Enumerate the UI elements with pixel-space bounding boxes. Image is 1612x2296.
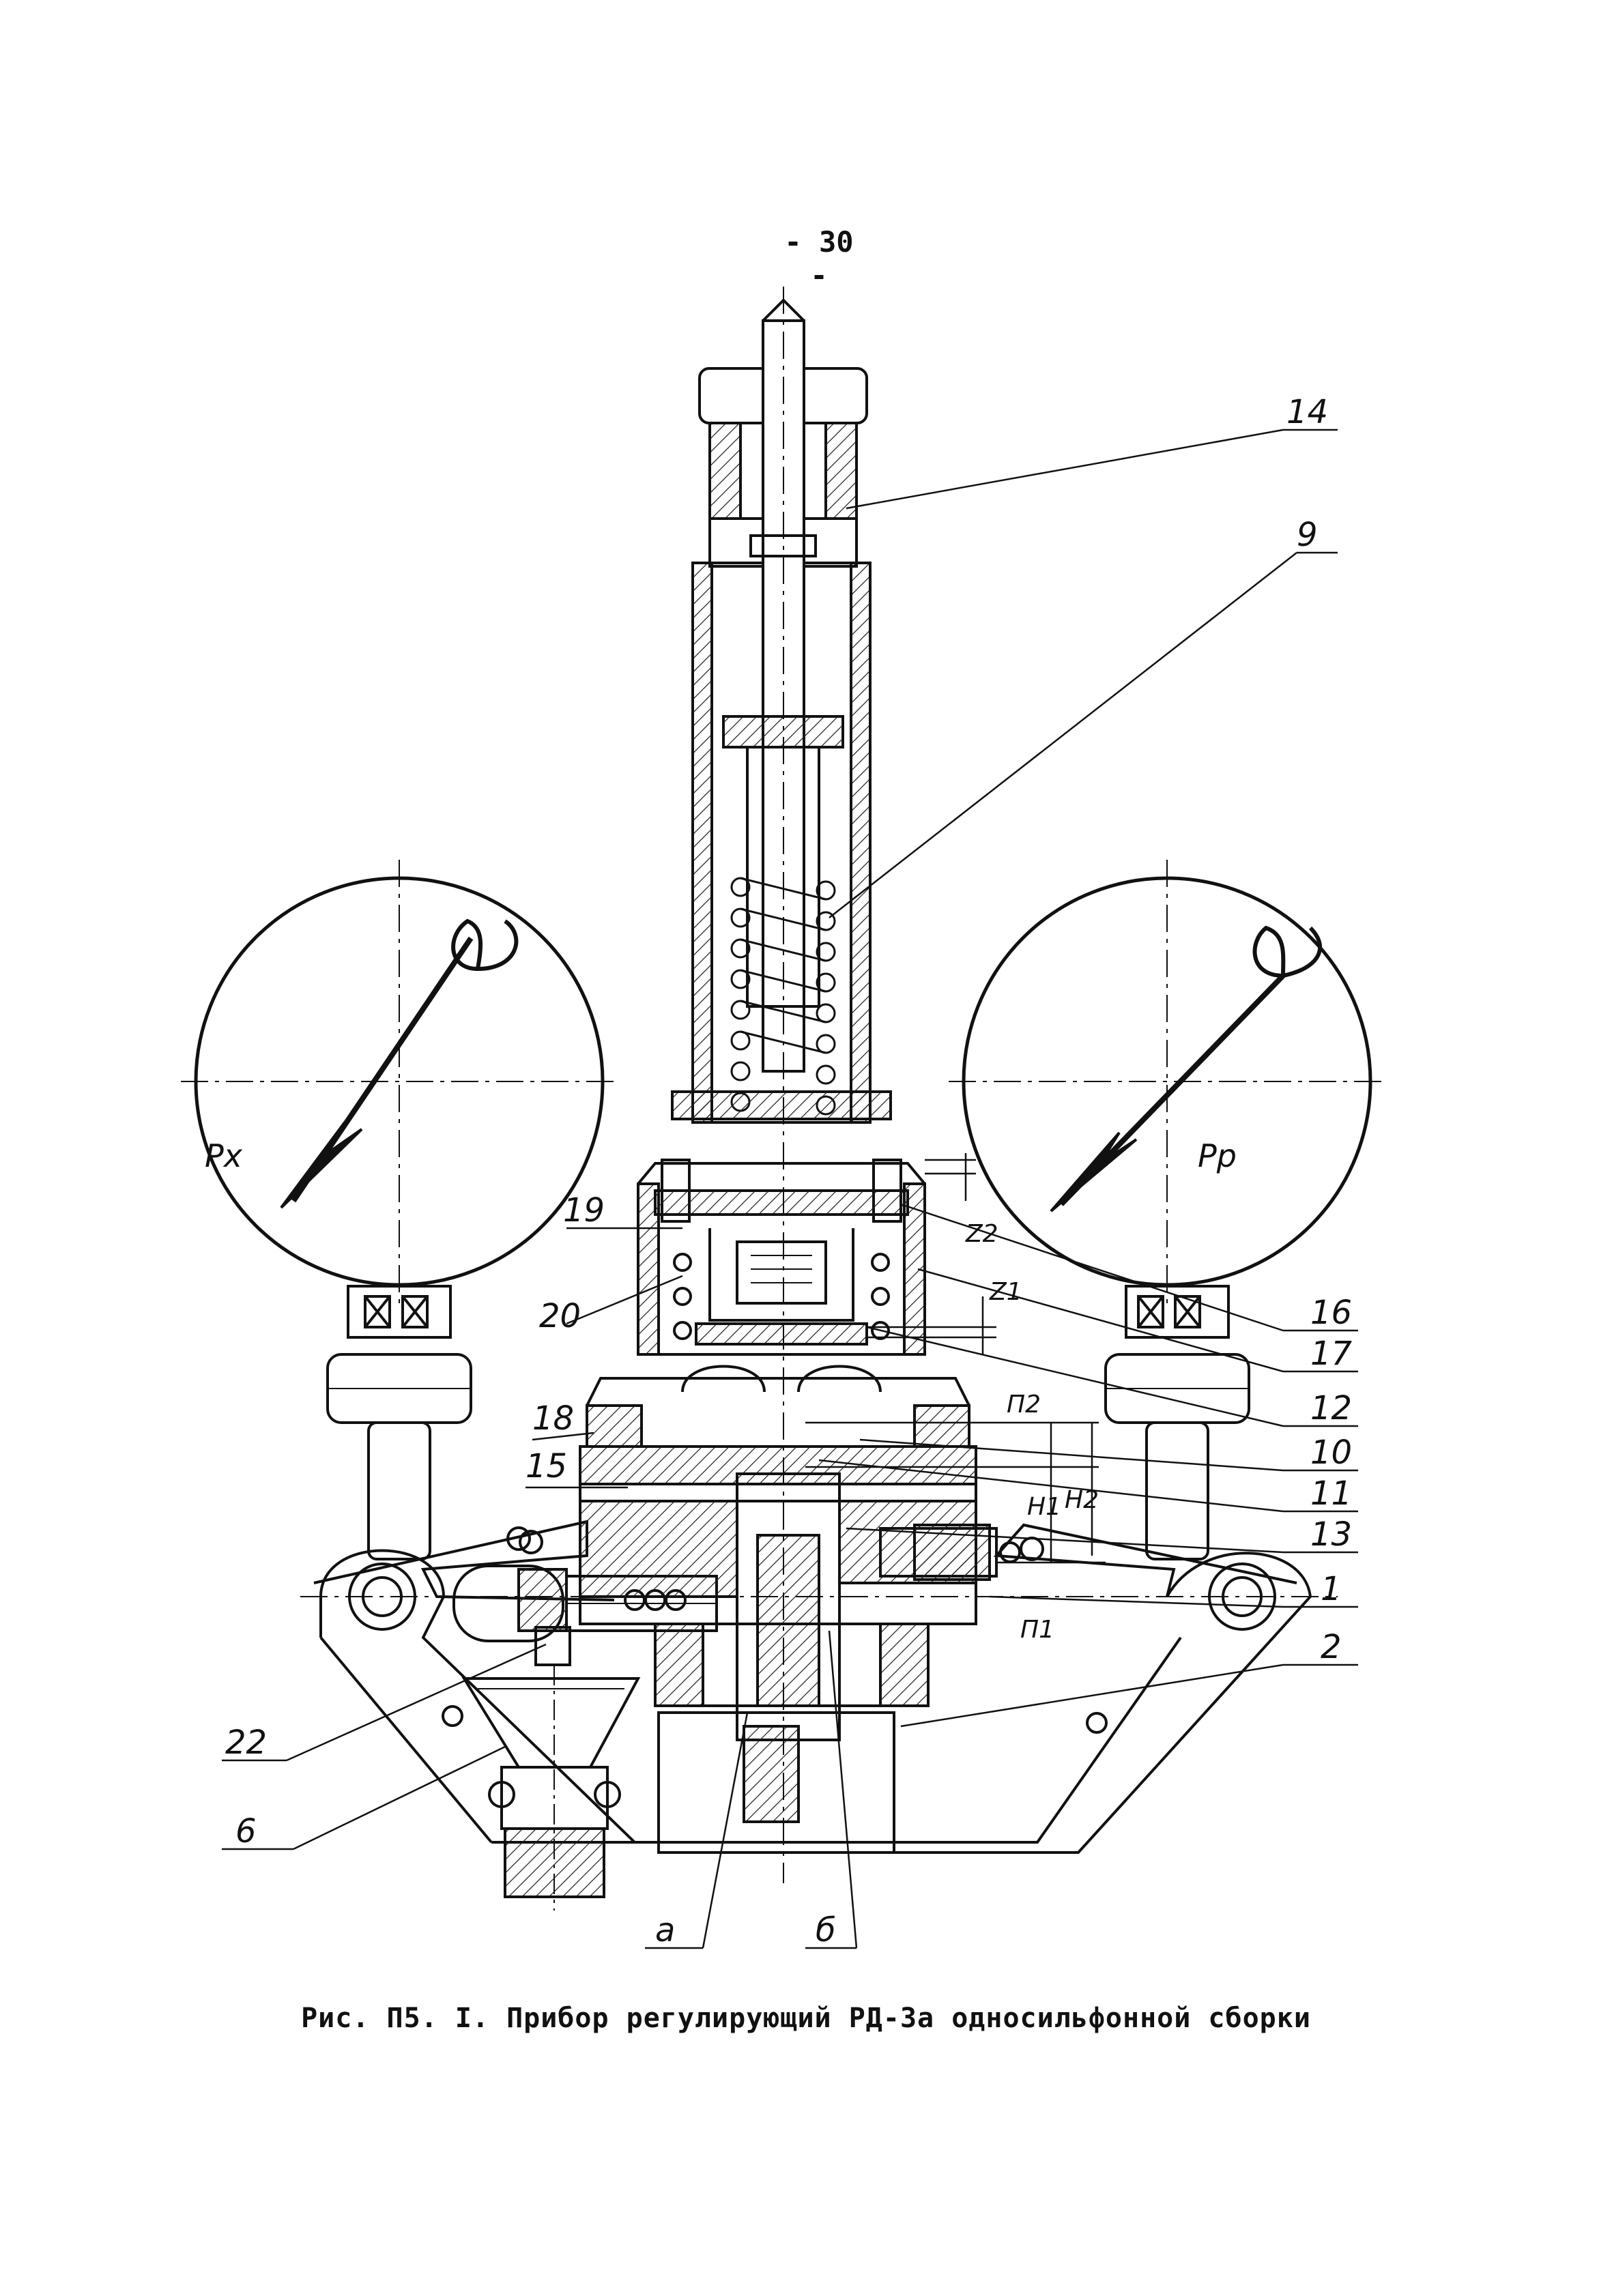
callout-10: 10: [1310, 1434, 1352, 1472]
callout-a: а: [655, 1911, 675, 1949]
callout-6: 6: [235, 1812, 257, 1850]
callout-16: 16: [1310, 1294, 1352, 1332]
dimension-h1: H1: [1027, 1493, 1061, 1521]
dimension-p1: П1: [1020, 1616, 1054, 1644]
left-pressure-gauge: [181, 860, 618, 1560]
figure-caption: Рис. П5. I. Прибор регулирующий РД-3а од…: [301, 2003, 1311, 2034]
callout-b: б: [816, 1911, 836, 1949]
dimension-lines: [805, 1153, 1106, 1564]
leader-lines: [222, 428, 1358, 1949]
callout-18: 18: [532, 1399, 574, 1438]
dimension-z2: Z2: [965, 1220, 998, 1248]
gauge-left-label: Px: [205, 1137, 243, 1174]
dimension-z1: Z1: [989, 1278, 1022, 1306]
callout-11: 11: [1310, 1474, 1352, 1513]
callout-20: 20: [539, 1297, 581, 1335]
callout-17: 17: [1310, 1335, 1353, 1373]
dimension-p2: П2: [1007, 1391, 1041, 1419]
gauge-right-label: Pp: [1198, 1137, 1237, 1174]
callout-1: 1: [1321, 1570, 1342, 1608]
callout-9: 9: [1297, 516, 1318, 554]
callout-2: 2: [1321, 1628, 1342, 1666]
callout-12: 12: [1310, 1389, 1352, 1427]
callout-14: 14: [1286, 393, 1328, 431]
right-pressure-gauge: [949, 860, 1385, 1560]
callout-13: 13: [1310, 1515, 1352, 1554]
dimension-h2: H2: [1065, 1486, 1099, 1514]
drain-funnel: [461, 1665, 641, 1910]
page-number: - 30 -: [784, 225, 854, 292]
callout-15: 15: [526, 1447, 567, 1485]
callout-22: 22: [225, 1724, 267, 1762]
callout-19: 19: [563, 1191, 605, 1230]
regulator-body: [579, 287, 1021, 1883]
